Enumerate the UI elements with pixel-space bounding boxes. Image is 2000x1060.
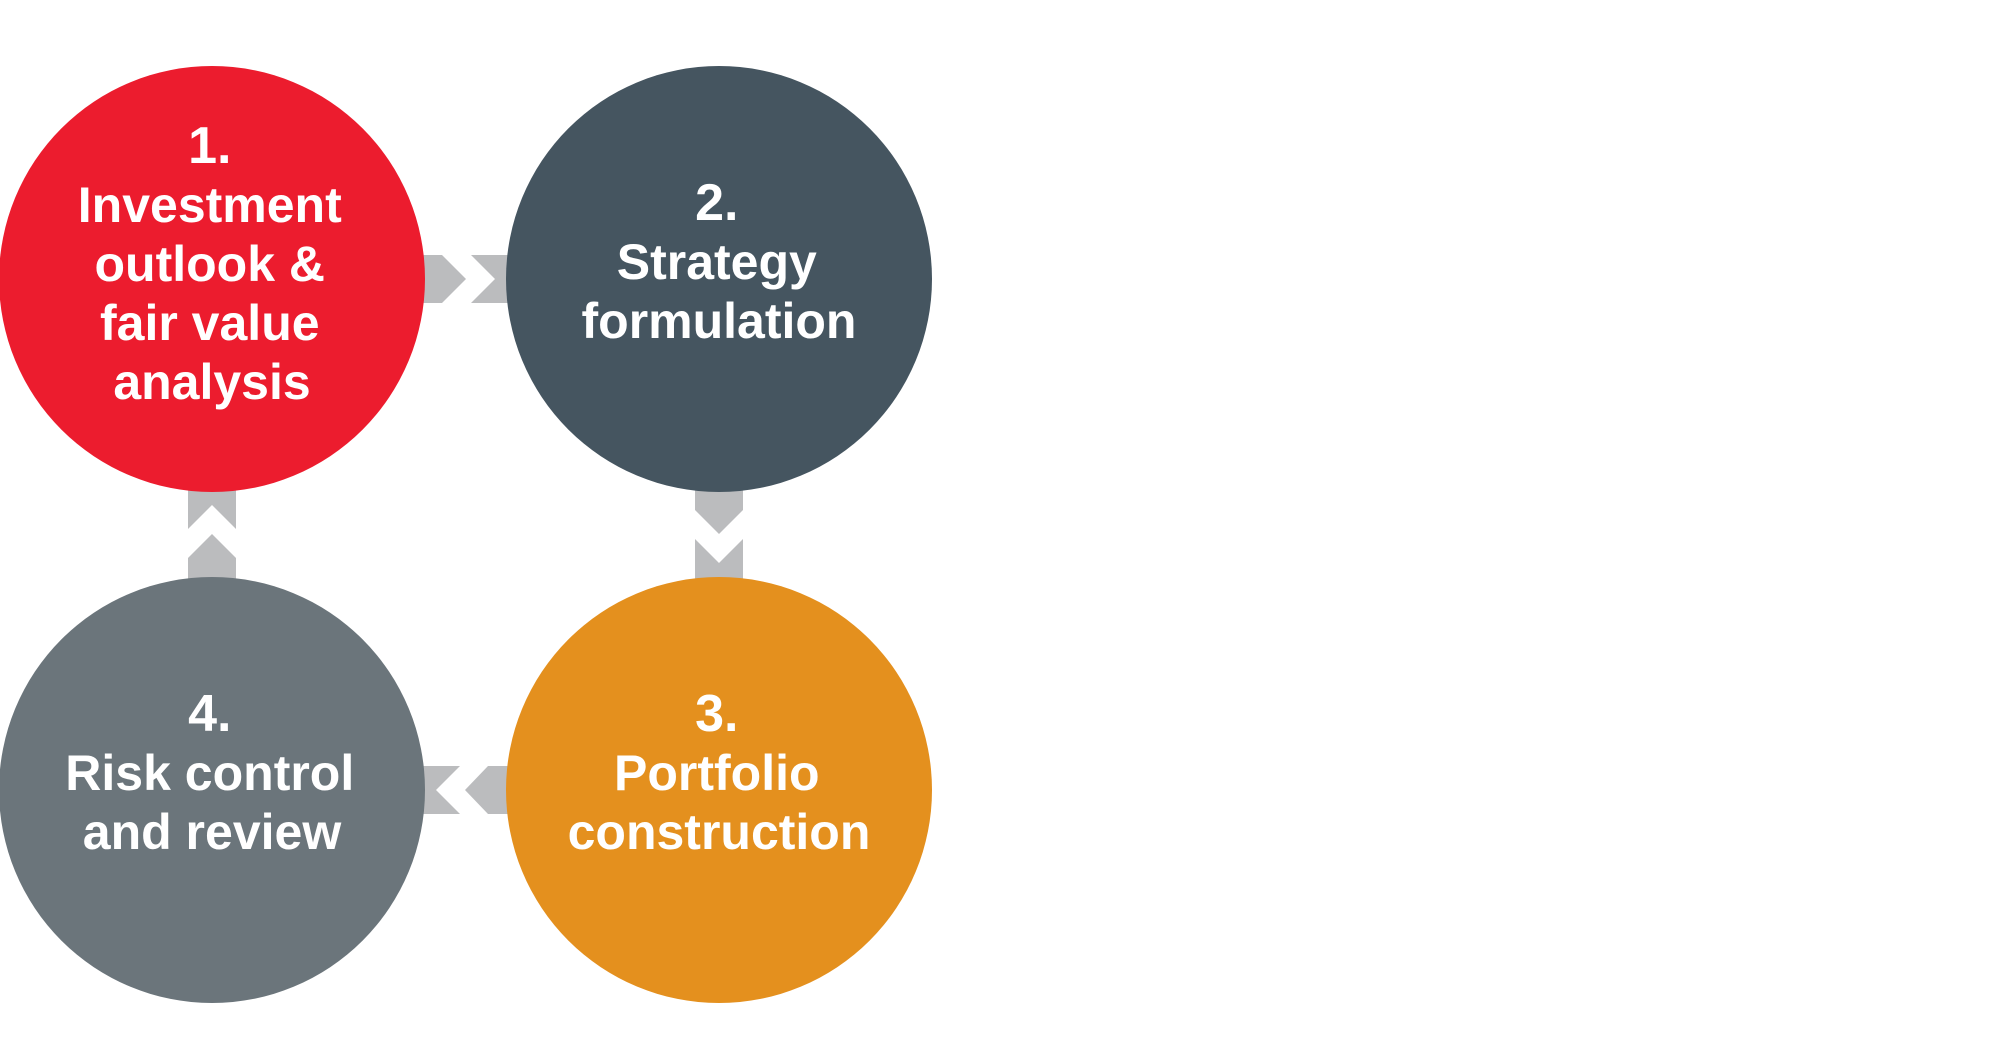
arrow-right-icon — [471, 255, 508, 303]
step-4: 4. Risk control and review — [0, 577, 425, 1003]
connector-2-to-3 — [695, 487, 743, 580]
step-3: 3. Portfolio construction — [506, 577, 932, 1003]
step-1: 1. Investment outlook & fair value analy… — [0, 66, 425, 492]
connector-1-to-2 — [420, 255, 508, 303]
arrow-right-icon — [420, 255, 466, 303]
step-1-label: 1. Investment outlook & fair value analy… — [78, 117, 346, 410]
step-label-line: formulation — [582, 293, 857, 349]
arrow-up-icon — [188, 487, 236, 529]
step-4-label: 4. Risk control and review — [65, 685, 358, 860]
arrow-down-icon — [695, 539, 743, 580]
step-2: 2. Strategy formulation — [506, 66, 932, 492]
step-label-line: and review — [83, 804, 342, 860]
arrow-left-icon — [420, 766, 460, 814]
arrow-down-icon — [695, 487, 743, 534]
step-label-line: Investment — [78, 177, 342, 233]
step-4-circle — [0, 577, 425, 1003]
step-label-line: fair value — [100, 295, 320, 351]
step-label-line: Risk control — [65, 745, 354, 801]
arrow-up-icon — [188, 534, 236, 580]
arrow-left-icon — [465, 766, 508, 814]
step-label-line: analysis — [113, 354, 310, 410]
step-number: 3. — [695, 685, 738, 743]
step-label-line: outlook & — [95, 236, 326, 292]
step-3-label: 3. Portfolio construction — [568, 685, 871, 860]
step-label-line: Portfolio — [614, 745, 820, 801]
step-2-label: 2. Strategy formulation — [582, 174, 857, 349]
step-number: 2. — [695, 174, 738, 232]
step-number: 1. — [188, 117, 231, 175]
step-label-line: construction — [568, 804, 871, 860]
connector-4-to-1 — [188, 487, 236, 580]
step-2-circle — [506, 66, 932, 492]
step-number: 4. — [188, 685, 231, 743]
connector-3-to-4 — [420, 766, 508, 814]
step-label-line: Strategy — [617, 234, 817, 290]
step-1-circle — [0, 66, 425, 492]
step-3-circle — [506, 577, 932, 1003]
